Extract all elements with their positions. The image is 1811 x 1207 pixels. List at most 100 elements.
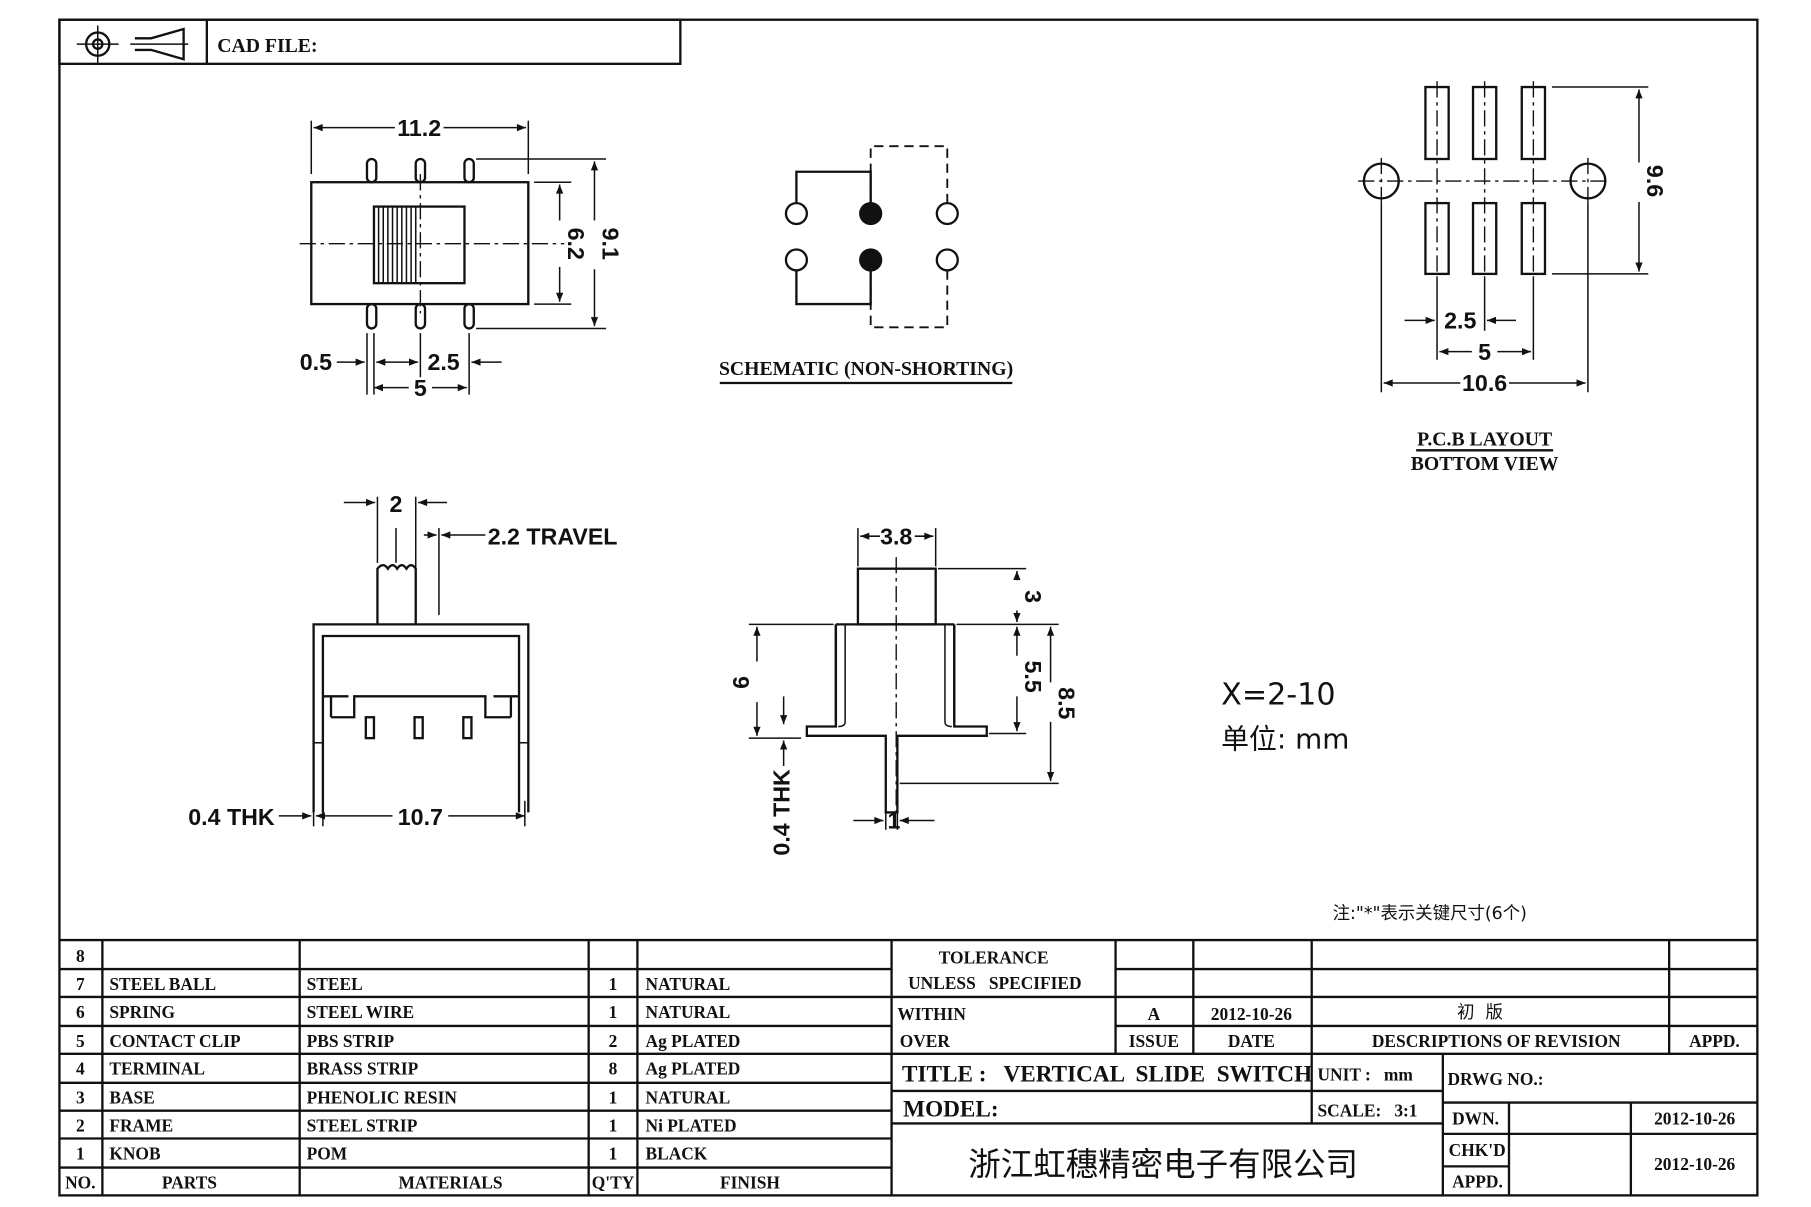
bom-qty: 1 xyxy=(609,1002,618,1022)
side-dim-knob-width: 2 xyxy=(390,491,403,517)
bom-header-no: NO. xyxy=(65,1172,95,1192)
header-box: CAD FILE: xyxy=(58,18,682,65)
bom-part: STEEL BALL xyxy=(109,974,216,994)
bom-finish: Ag PLATED xyxy=(646,1059,741,1079)
schematic-label: SCHEMATIC (NON-SHORTING) xyxy=(719,358,1013,380)
key-dims-note: 注:"*"表示关键尺寸(6个) xyxy=(1333,904,1527,924)
terminal-open xyxy=(935,201,959,226)
bom-material: BRASS STRIP xyxy=(307,1059,419,1079)
front-dim-pin-width: 1 xyxy=(887,808,900,834)
bom-no: 1 xyxy=(76,1143,85,1163)
front-dim-overall-height: 8.5 xyxy=(1054,687,1080,719)
title-block: TOLERANCE UNLESS SPECIFIED WITHIN OVER A… xyxy=(891,940,1758,1196)
bom-no: 7 xyxy=(76,974,85,994)
bom-no: 4 xyxy=(76,1059,85,1079)
cad-file-label: CAD FILE: xyxy=(217,35,317,57)
bom-table: 8 7 STEEL BALL STEEL 1 NATURAL 6 SPRING … xyxy=(59,938,1758,1196)
pcb-label-line2: BOTTOM VIEW xyxy=(1411,453,1559,475)
bom-part: FRAME xyxy=(109,1116,173,1136)
bom-qty: 2 xyxy=(609,1031,618,1051)
over-label: OVER xyxy=(900,1031,951,1051)
third-angle-projection-icon xyxy=(130,27,189,61)
drwg-no-label: DRWG NO.: xyxy=(1447,1069,1543,1089)
side-view: 2 2.2 TRAVEL 0.4 THK 10.7 xyxy=(188,491,617,830)
bom-finish: Ni PLATED xyxy=(646,1116,737,1136)
description-header: DESCRIPTIONS OF REVISION xyxy=(1372,1031,1621,1051)
bom-material: STEEL STRIP xyxy=(307,1116,418,1136)
bom-no: 6 xyxy=(76,1002,85,1022)
side-dim-length: 10.7 xyxy=(398,804,443,830)
bom-no: 2 xyxy=(76,1116,85,1136)
bom-material: STEEL xyxy=(307,974,363,994)
front-view: 3.8 3 5.5 8.5 6 0.4 THK 1 xyxy=(728,523,1080,855)
company-name: 浙江虹穗精密电子有限公司 xyxy=(968,1146,1358,1184)
front-dim-body-height: 5.5 xyxy=(1020,660,1046,692)
revision-issue: A xyxy=(1148,1004,1161,1024)
bom-no: 8 xyxy=(76,946,85,966)
terminal-open xyxy=(784,201,809,226)
bom-header-parts: PARTS xyxy=(162,1172,217,1192)
bom-qty: 1 xyxy=(609,1088,618,1108)
bom-finish: Ag PLATED xyxy=(646,1031,741,1051)
bom-qty: 1 xyxy=(609,974,618,994)
dim-pin-width: 0.5 xyxy=(300,349,332,375)
appd-label: APPD. xyxy=(1452,1171,1503,1191)
bom-no: 3 xyxy=(76,1088,85,1108)
bom-qty: 8 xyxy=(609,1059,618,1079)
dim-pin-span: 5 xyxy=(414,375,427,401)
terminal-open xyxy=(784,248,809,272)
bom-finish: BLACK xyxy=(646,1143,708,1163)
bom-material: STEEL WIRE xyxy=(307,1002,414,1022)
scale-field: SCALE: 3:1 xyxy=(1318,1100,1418,1120)
front-dim-knob-width: 3.8 xyxy=(880,523,912,549)
pcb-dim-pitch: 2.5 xyxy=(1444,307,1476,333)
dwn-label: DWN. xyxy=(1452,1109,1499,1129)
positions-note: X=2-10 xyxy=(1221,677,1335,712)
unit-note: 单位: mm xyxy=(1221,723,1349,756)
bom-finish: NATURAL xyxy=(646,1002,731,1022)
chk-date: 2012-10-26 xyxy=(1654,1154,1735,1174)
front-dim-knob-height: 3 xyxy=(1020,590,1046,603)
bom-no: 5 xyxy=(76,1031,85,1051)
dim-width: 11.2 xyxy=(397,115,441,141)
model-label: MODEL: xyxy=(903,1096,998,1122)
bom-header-materials: MATERIALS xyxy=(399,1172,503,1192)
schematic: SCHEMATIC (NON-SHORTING) xyxy=(719,145,1013,385)
bom-material: PHENOLIC RESIN xyxy=(307,1088,458,1108)
sheet-border xyxy=(58,18,1759,1197)
bom-finish: NATURAL xyxy=(646,974,731,994)
dim-pin-pitch: 2.5 xyxy=(427,349,459,375)
bom-qty: 1 xyxy=(609,1143,618,1163)
front-dim-thickness: 0.4 THK xyxy=(768,769,794,856)
unit-field: UNIT : mm xyxy=(1318,1064,1414,1084)
pcb-dim-mount-span: 10.6 xyxy=(1462,370,1507,396)
revision-description: 初 版 xyxy=(1457,1003,1503,1023)
tolerance-label: TOLERANCE xyxy=(939,947,1049,967)
projection-crosshair-icon xyxy=(76,25,119,63)
dim-body-height: 6.2 xyxy=(563,228,589,260)
bom-material: PBS STRIP xyxy=(307,1031,395,1051)
date-header: DATE xyxy=(1228,1031,1275,1051)
front-dim-leg-height: 6 xyxy=(728,676,754,689)
bom-header-finish: FINISH xyxy=(720,1172,780,1192)
bom-part: TERMINAL xyxy=(109,1059,205,1079)
unless-specified-label: UNLESS SPECIFIED xyxy=(908,973,1081,993)
chkd-label: CHK'D xyxy=(1449,1140,1506,1160)
pcb-dim-height: 9.6 xyxy=(1642,165,1668,197)
terminal-open xyxy=(935,248,959,272)
within-label: WITHIN xyxy=(897,1004,966,1024)
side-dim-thickness: 0.4 THK xyxy=(188,804,275,830)
bom-part: SPRING xyxy=(109,1002,175,1022)
bom-part: BASE xyxy=(109,1088,154,1108)
bom-qty: 1 xyxy=(609,1116,618,1136)
revision-date: 2012-10-26 xyxy=(1211,1004,1292,1024)
bom-part: KNOB xyxy=(109,1143,161,1163)
pcb-layout: 9.6 2.5 5 10.6 P.C.B LAYOUT BOTTOM VIEW xyxy=(1358,81,1668,475)
issue-header: ISSUE xyxy=(1129,1031,1179,1051)
drawing-title: TITLE : VERTICAL SLIDE SWITCH xyxy=(902,1062,1312,1088)
terminal-common xyxy=(859,201,883,226)
bom-material: POM xyxy=(307,1143,348,1163)
bom-header-qty: Q'TY xyxy=(592,1172,635,1192)
side-dim-travel: 2.2 TRAVEL xyxy=(488,523,618,549)
